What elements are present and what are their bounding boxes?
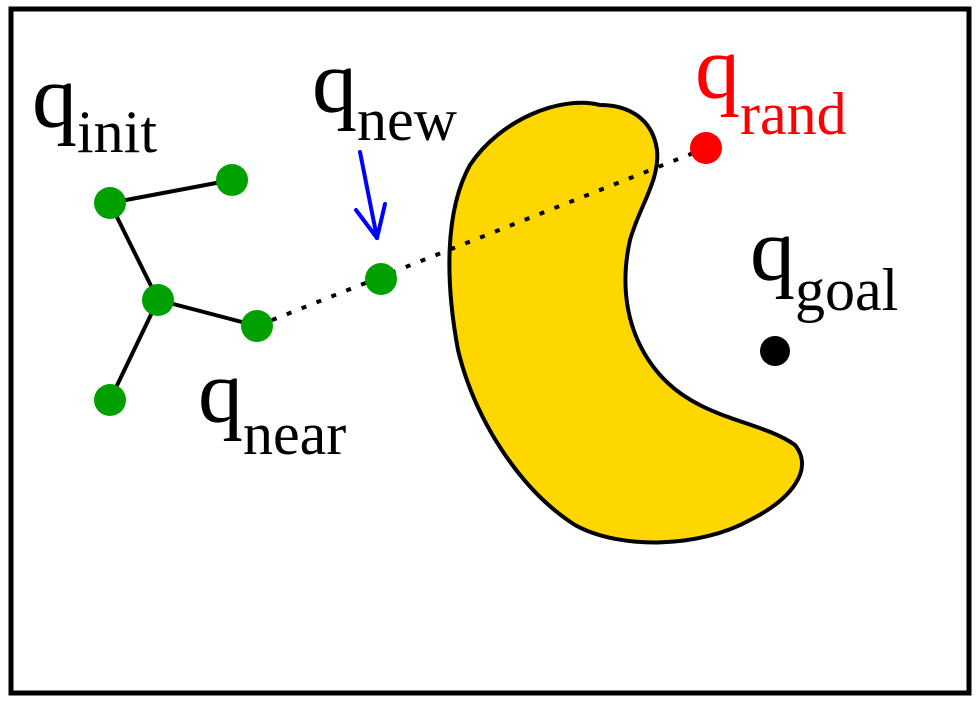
tree-node-new — [365, 263, 397, 295]
arrow-down-icon — [354, 150, 387, 240]
label-q-init: qinit — [32, 48, 157, 165]
tree-edge — [108, 202, 160, 301]
tree-node — [94, 187, 126, 219]
tree-edge — [108, 299, 160, 401]
tree-edge — [109, 178, 233, 205]
tree-node — [142, 284, 174, 316]
label-q-rand: qrand — [695, 19, 847, 147]
obstacle-shape — [447, 100, 804, 545]
goal-node — [760, 336, 790, 366]
tree-edge — [157, 298, 258, 328]
tree-node — [216, 164, 248, 196]
extension-line — [256, 146, 707, 328]
rand-node — [690, 132, 722, 164]
label-q-near: qnear — [198, 343, 346, 467]
label-q-goal: qgoal — [750, 201, 898, 323]
label-q-new: qnew — [312, 33, 458, 153]
tree-node-near — [241, 310, 273, 342]
tree-node — [94, 384, 126, 416]
